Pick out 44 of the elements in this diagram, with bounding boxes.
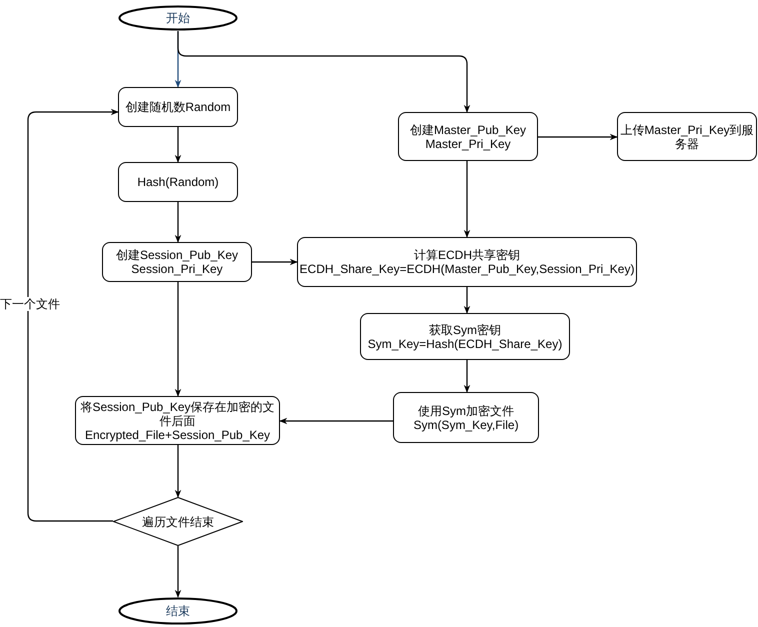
edge-label: 下一个文件 <box>0 297 60 311</box>
terminal-ellipse <box>118 597 238 625</box>
process-box <box>118 162 238 202</box>
step-text: 上传Master_Pri_Key到服务器 <box>620 122 754 150</box>
process-box <box>393 392 539 443</box>
step-title: 创建Master_Pub_Key <box>410 122 526 136</box>
arrow <box>174 282 182 397</box>
step-formula: Session_Pri_Key <box>131 262 223 276</box>
process-box <box>118 87 238 127</box>
arrow <box>174 546 182 598</box>
step-text: 结束 <box>166 604 190 618</box>
arrow <box>177 31 470 113</box>
step-title: 获取Sym密钥 <box>429 322 501 336</box>
arrow <box>174 127 182 163</box>
terminal-ellipse <box>118 5 238 31</box>
process-box <box>102 242 252 282</box>
step-text: 创建随机数Random <box>125 100 231 114</box>
process-box <box>617 112 757 161</box>
arrow <box>464 360 470 393</box>
step-text: 遍历文件结束 <box>142 514 214 528</box>
step-title: 计算ECDH共享密钥 <box>414 248 520 262</box>
process-box <box>297 237 637 287</box>
decision-diamond <box>113 497 243 546</box>
arrow <box>464 287 470 314</box>
step-text: 开始 <box>166 11 190 25</box>
arrow <box>174 445 182 498</box>
process-box <box>75 396 280 445</box>
arrow <box>27 108 119 522</box>
step-formula: Master_Pri_Key <box>425 136 511 150</box>
arrow <box>538 134 618 140</box>
step-text: Hash(Random) <box>137 175 219 189</box>
arrow <box>252 258 298 266</box>
step-formula: Sym_Key=Hash(ECDH_Share_Key) <box>368 336 562 350</box>
step-title: 将Session_Pub_Key保存在加密的文件后面 <box>79 400 276 428</box>
process-box <box>360 313 570 360</box>
step-title: 创建Session_Pub_Key <box>116 248 238 262</box>
step-formula: ECDH_Share_Key=ECDH(Master_Pub_Key,Session_Pri_Key) <box>300 262 634 276</box>
step-formula: Encrypted_File+Session_Pub_Key <box>84 428 270 442</box>
process-box <box>398 112 538 161</box>
arrow <box>464 161 470 238</box>
arrow <box>174 202 182 243</box>
step-title: 使用Sym加密文件 <box>418 404 514 418</box>
step-formula: Sym(Sym_Key,File) <box>413 418 519 432</box>
arrow <box>279 418 393 424</box>
